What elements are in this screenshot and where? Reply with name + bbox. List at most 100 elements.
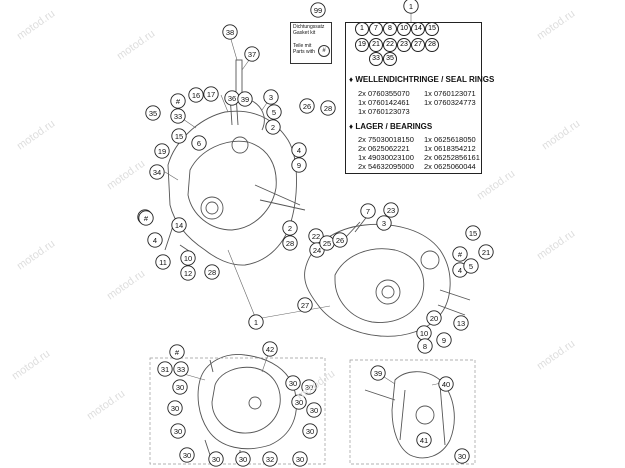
callout-label: 30: [305, 383, 313, 392]
callout-circle: [416, 432, 432, 448]
watermark-layer: motod.ru motod.ru motod.ru motod.ru motod.ru…: [10, 8, 582, 423]
callout-c11: 11: [155, 254, 171, 270]
callout-c99: 99: [310, 2, 326, 18]
callout-label: 25: [323, 239, 331, 248]
callout-circle: [235, 451, 251, 467]
callout-circle: [208, 451, 224, 467]
callout-label: #: [175, 348, 180, 357]
callout-label: 39: [241, 95, 249, 104]
callout-label: 23: [387, 206, 395, 215]
callout-circle: [301, 379, 317, 395]
gasket-kit-box: Dichtungssatz Gasket kit Teile mit Parts…: [290, 22, 332, 64]
callout-label: 13: [457, 319, 465, 328]
callout-label: 15: [469, 229, 477, 238]
kit-badge: 22: [383, 38, 397, 52]
callout-circle: [179, 447, 195, 463]
callout-circle: [332, 232, 348, 248]
watermark-text: motod.ru: [295, 368, 337, 403]
gasket-kit-line4: Parts with: [293, 49, 315, 55]
kit-badge: 35: [383, 52, 397, 66]
callout-c36: 36: [224, 90, 240, 106]
callout-circle: [169, 344, 185, 360]
callout-circle: [180, 250, 196, 266]
callout-label: 5: [469, 262, 473, 271]
callout-circle: [426, 310, 442, 326]
callout-circle: [171, 217, 187, 233]
left-crankcase-half: [164, 59, 306, 266]
callout-c33b: 33: [173, 361, 189, 377]
watermark-text: motod.ru: [535, 8, 577, 43]
callout-c25: 25: [319, 235, 335, 251]
callout-c30b: 30: [167, 400, 183, 416]
callout-circle: [237, 91, 253, 107]
callout-label: 30: [295, 398, 303, 407]
callout-c30j: 30: [301, 379, 317, 395]
callout-circle: [170, 108, 186, 124]
callout-circle: [266, 104, 282, 120]
watermark-text: motod.ru: [15, 118, 57, 153]
watermark-text: motod.ru: [85, 388, 127, 423]
callout-circle: [297, 297, 313, 313]
callout-circle: [222, 24, 238, 40]
callout-label: 3: [269, 93, 273, 102]
callout-circle: [157, 361, 173, 377]
callout-label: 15: [175, 132, 183, 141]
callout-circle: [291, 394, 307, 410]
callout-label: 30: [458, 452, 466, 461]
watermark-text: motod.ru: [535, 228, 577, 263]
callout-c30a: 30: [172, 379, 188, 395]
callout-c30m: 30: [454, 448, 470, 464]
callout-c17: 17: [203, 86, 219, 102]
callout-c2b: 2: [282, 220, 298, 236]
callout-label: 16: [192, 91, 200, 100]
callout-circle: [263, 89, 279, 105]
callout-c38: 38: [222, 24, 238, 40]
callout-circle: [244, 46, 260, 62]
callout-label: 38: [226, 28, 234, 37]
callout-label: 42: [266, 345, 274, 354]
callout-circle: [463, 258, 479, 274]
kit-badge: 33: [369, 52, 383, 66]
watermark-text: motod.ru: [115, 28, 157, 63]
callout-label: 2: [271, 123, 275, 132]
callout-c42: 42: [262, 341, 278, 357]
callout-circle: [154, 143, 170, 159]
callout-c30h: 30: [302, 423, 318, 439]
callout-circle: [452, 246, 468, 262]
callout-label: 99: [314, 6, 322, 15]
callout-label: 28: [208, 268, 216, 277]
callout-c16: 16: [188, 87, 204, 103]
callout-circle: [454, 448, 470, 464]
callout-c7: 7: [360, 203, 376, 219]
callout-circle: [180, 265, 196, 281]
callout-circle: [285, 375, 301, 391]
watermark-text: motod.ru: [15, 238, 57, 273]
watermark-text: motod.ru: [540, 118, 582, 153]
callout-circle: [465, 225, 481, 241]
kit-badge: 14: [411, 22, 425, 36]
callout-c28a: 28: [320, 100, 336, 116]
callout-c15b: 15: [465, 225, 481, 241]
callout-c12: 12: [180, 265, 196, 281]
callout-c10a: 10: [180, 250, 196, 266]
gasket-kit-line2: Gasket kit: [293, 30, 316, 36]
kit-badge: 21: [369, 38, 383, 52]
callout-c10b: 10: [416, 325, 432, 341]
callout-circle: [438, 376, 454, 392]
callout-label: 31: [161, 365, 169, 374]
callout-hash3: #: [452, 246, 468, 262]
callout-circle: [262, 341, 278, 357]
callout-c26b: 26: [332, 232, 348, 248]
callout-c9b: 9: [436, 332, 452, 348]
callout-c41: 41: [416, 432, 432, 448]
callout-label: 20: [430, 314, 438, 323]
callout-circle: [171, 128, 187, 144]
callout-c30i: 30: [306, 402, 322, 418]
callout-c39top: 39: [237, 91, 253, 107]
callout-label: 12: [184, 269, 192, 278]
callout-label: 28: [324, 104, 332, 113]
callout-c32: 32: [262, 451, 278, 467]
callout-circle: [310, 2, 326, 18]
callout-circle: [203, 86, 219, 102]
